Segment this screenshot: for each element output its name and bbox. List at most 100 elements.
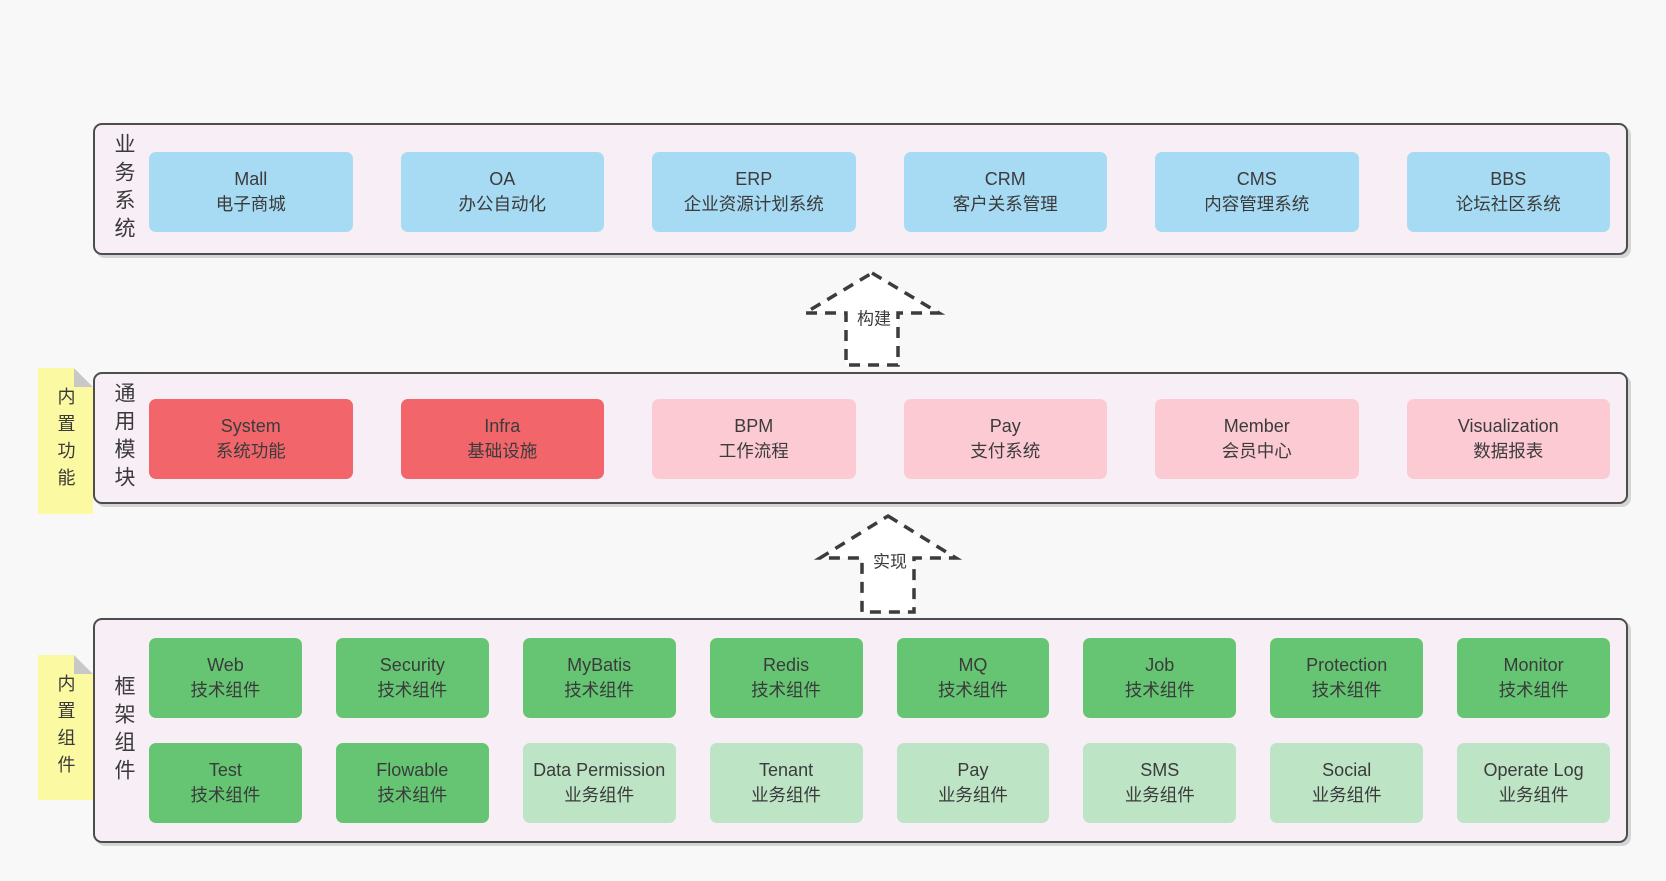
box-system: System 系统功能 [149, 399, 353, 479]
box-subtitle: 基础设施 [467, 441, 538, 461]
box-subtitle: 技术组件 [1311, 680, 1382, 700]
box-subtitle: 业务组件 [1498, 785, 1569, 805]
box-member: Member 会员中心 [1155, 399, 1359, 479]
build-arrow-label: 构建 [854, 302, 894, 332]
box-data-permission: Data Permission 业务组件 [522, 743, 676, 823]
box-subtitle: 系统功能 [215, 441, 286, 461]
box-subtitle: 技术组件 [377, 680, 448, 700]
box-title: MyBatis [567, 655, 632, 675]
box-flowable: Flowable 技术组件 [335, 743, 489, 823]
box-title: Pay [989, 416, 1021, 436]
box-subtitle: 技术组件 [190, 785, 261, 805]
box-subtitle: 技术组件 [1498, 680, 1569, 700]
box-subtitle: 技术组件 [751, 680, 822, 700]
box-title: Data Permission [533, 760, 666, 780]
note-folded-corner [74, 655, 93, 674]
box-tenant: Tenant 业务组件 [709, 743, 863, 823]
box-test: Test 技术组件 [149, 743, 302, 823]
box-bpm: BPM 工作流程 [652, 399, 856, 479]
box-title: Job [1145, 655, 1175, 675]
box-subtitle: 会员中心 [1221, 441, 1292, 461]
box-subtitle: 企业资源计划系统 [683, 194, 824, 214]
box-subtitle: 技术组件 [1124, 680, 1195, 700]
box-mall: Mall 电子商城 [149, 152, 353, 232]
box-mybatis: MyBatis 技术组件 [522, 638, 676, 718]
sticky-note-builtin-features: 内置功能 [38, 368, 93, 514]
box-web: Web 技术组件 [149, 638, 302, 718]
box-title: Tenant [759, 760, 814, 780]
box-title: Operate Log [1483, 760, 1584, 780]
box-subtitle: 办公自动化 [458, 194, 547, 214]
box-mq: MQ 技术组件 [896, 638, 1050, 718]
box-operate-log: Operate Log 业务组件 [1457, 743, 1610, 823]
box-title: Mall [234, 169, 268, 189]
box-subtitle: 工作流程 [718, 441, 789, 461]
box-subtitle: 支付系统 [970, 441, 1041, 461]
box-subtitle: 技术组件 [377, 785, 448, 805]
box-oa: OA 办公自动化 [400, 152, 604, 232]
box-title: System [220, 416, 281, 436]
section-label: 业务系统 [112, 133, 135, 245]
box-title: CRM [984, 169, 1026, 189]
box-subtitle: 内容管理系统 [1204, 194, 1310, 214]
box-title: BPM [734, 416, 774, 436]
box-job: Job 技术组件 [1083, 638, 1237, 718]
box-protection: Protection 技术组件 [1270, 638, 1424, 718]
box-title: OA [489, 169, 516, 189]
box-title: Security [379, 655, 445, 675]
box-title: Web [207, 655, 244, 675]
box-erp: ERP 企业资源计划系统 [652, 152, 856, 232]
common-modules-row-1: System 系统功能 Infra 基础设施 BPM 工作流程 Pay 支付系统 Member 会… [149, 399, 1610, 479]
box-pay: Pay 业务组件 [896, 743, 1050, 823]
box-social: Social 业务组件 [1270, 743, 1424, 823]
box-title: Protection [1306, 655, 1388, 675]
implement-arrow-label: 实现 [870, 545, 910, 575]
box-title: Flowable [376, 760, 449, 780]
section-business-systems: 业务系统 Mall 电子商城 OA 办公自动化 ERP 企业资源计划系统 CRM 客户关系管理… [93, 123, 1628, 255]
box-sms: SMS 业务组件 [1083, 743, 1237, 823]
section-label: 框架组件 [112, 674, 135, 787]
box-title: Visualization [1457, 416, 1559, 436]
section-common-modules: 通用模块 System 系统功能 Infra 基础设施 BPM 工作流程 Pay 支付系统 Me… [93, 372, 1628, 504]
note-folded-corner [74, 368, 93, 387]
box-title: Member [1223, 416, 1290, 436]
box-subtitle: 业务组件 [564, 785, 635, 805]
box-subtitle: 数据报表 [1473, 441, 1544, 461]
box-subtitle: 业务组件 [937, 785, 1008, 805]
box-crm: CRM 客户关系管理 [903, 152, 1107, 232]
box-bbs: BBS 论坛社区系统 [1406, 152, 1610, 232]
box-title: MQ [958, 655, 988, 675]
sticky-note-builtin-components: 内置组件 [38, 655, 93, 800]
box-infra: Infra 基础设施 [400, 399, 604, 479]
box-subtitle: 技术组件 [564, 680, 635, 700]
box-subtitle: 业务组件 [1124, 785, 1195, 805]
box-monitor: Monitor 技术组件 [1457, 638, 1610, 718]
box-title: ERP [735, 169, 773, 189]
box-title: CMS [1236, 169, 1277, 189]
box-subtitle: 技术组件 [190, 680, 261, 700]
section-label: 通用模块 [112, 382, 135, 494]
section-rows: System 系统功能 Infra 基础设施 BPM 工作流程 Pay 支付系统 Member 会… [149, 399, 1610, 479]
box-title: Test [208, 760, 242, 780]
box-title: Infra [484, 416, 521, 436]
section-rows: Mall 电子商城 OA 办公自动化 ERP 企业资源计划系统 CRM 客户关系管理 CMS 内容… [149, 152, 1610, 232]
box-subtitle: 电子商城 [215, 194, 286, 214]
box-title: BBS [1490, 169, 1527, 189]
box-security: Security 技术组件 [335, 638, 489, 718]
box-title: Social [1322, 760, 1372, 780]
box-subtitle: 客户关系管理 [952, 194, 1058, 214]
box-subtitle: 技术组件 [937, 680, 1008, 700]
sticky-note-label: 内置组件 [55, 673, 76, 782]
box-pay: Pay 支付系统 [903, 399, 1107, 479]
box-title: Pay [957, 760, 989, 780]
box-subtitle: 业务组件 [1311, 785, 1382, 805]
box-subtitle: 论坛社区系统 [1455, 194, 1561, 214]
box-title: Monitor [1503, 655, 1564, 675]
box-title: SMS [1140, 760, 1180, 780]
box-subtitle: 业务组件 [751, 785, 822, 805]
